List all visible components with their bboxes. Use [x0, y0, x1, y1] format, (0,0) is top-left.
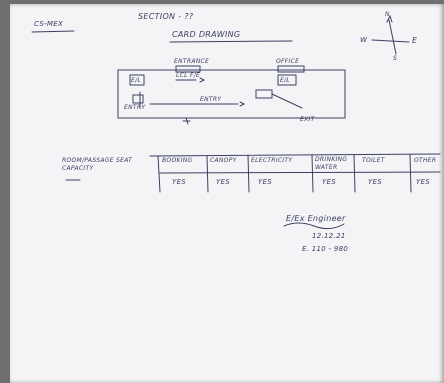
col-sep-2 — [206, 155, 209, 193]
room-1-label: E/L — [131, 77, 142, 84]
sheet-title: CARD DRAWING — [172, 30, 241, 39]
table-header-other: OTHER — [414, 157, 437, 164]
col-sep-3 — [247, 154, 250, 193]
room-3-box — [277, 74, 297, 86]
table-value-water: YES — [322, 178, 337, 186]
room-left-box — [132, 94, 144, 104]
col-sep-1 — [157, 155, 161, 193]
entrance-gate — [175, 65, 201, 73]
entry-left-label: ENTRY — [124, 104, 146, 111]
title-underline — [169, 40, 293, 43]
room-2-arrow — [199, 77, 206, 83]
table-row-rule — [159, 171, 441, 174]
site-boundary — [117, 69, 346, 119]
signature-name: E/Ex Engineer — [286, 214, 346, 223]
table-value-electricity: YES — [258, 178, 273, 186]
room-1-box — [129, 74, 145, 86]
path-right — [271, 93, 303, 109]
entry-mid-label: ENTRY — [200, 96, 222, 103]
site-code-underline — [31, 30, 75, 33]
table-value-toilet: YES — [368, 178, 383, 186]
compass-s: S — [393, 55, 398, 62]
site-code: CS-MEX — [34, 20, 64, 28]
table-header-booking: BOOKING — [162, 157, 193, 164]
col-sep-6 — [409, 154, 412, 193]
exit-label: EXIT — [300, 116, 315, 123]
room-right-box — [255, 89, 273, 99]
col-sep-4 — [311, 154, 314, 193]
table-top-rule — [149, 153, 441, 157]
office-label: OFFICE — [276, 58, 300, 65]
room-2-label: LCL F/E — [176, 72, 201, 79]
marker-star — [182, 117, 191, 125]
table-value-canopy: YES — [216, 178, 231, 186]
table-header-capacity: ROOM/PASSAGE SEAT CAPACITY — [62, 157, 133, 172]
signature-line-1: 12.12.21 — [312, 232, 346, 240]
signature-flourish — [283, 222, 345, 230]
compass-ns-line — [388, 19, 397, 55]
table-header-canopy: CANOPY — [210, 157, 237, 164]
compass-w: W — [360, 36, 368, 44]
signature-line-2: E. 110 - 980 — [302, 245, 349, 253]
table-value-booking: YES — [172, 178, 187, 186]
col-sep-5 — [353, 154, 356, 193]
compass-n: N — [385, 11, 390, 18]
compass-arrow — [386, 14, 393, 23]
section-label: SECTION - ?? — [138, 12, 194, 21]
office-gate — [277, 65, 305, 73]
compass-we-line — [371, 39, 410, 43]
table-value-other: YES — [416, 178, 431, 186]
entrance-label: ENTRANCE — [174, 58, 210, 65]
table-header-toilet: TOILET — [362, 157, 385, 164]
table-header-electricity: ELECTRICITY — [251, 157, 293, 164]
table-header-water: DRINKING WATER — [315, 156, 348, 171]
room-3-label: E/L — [280, 77, 291, 84]
paper-sheet — [10, 4, 444, 383]
compass-e: E — [412, 36, 418, 45]
path-mid-arrow — [239, 101, 246, 107]
